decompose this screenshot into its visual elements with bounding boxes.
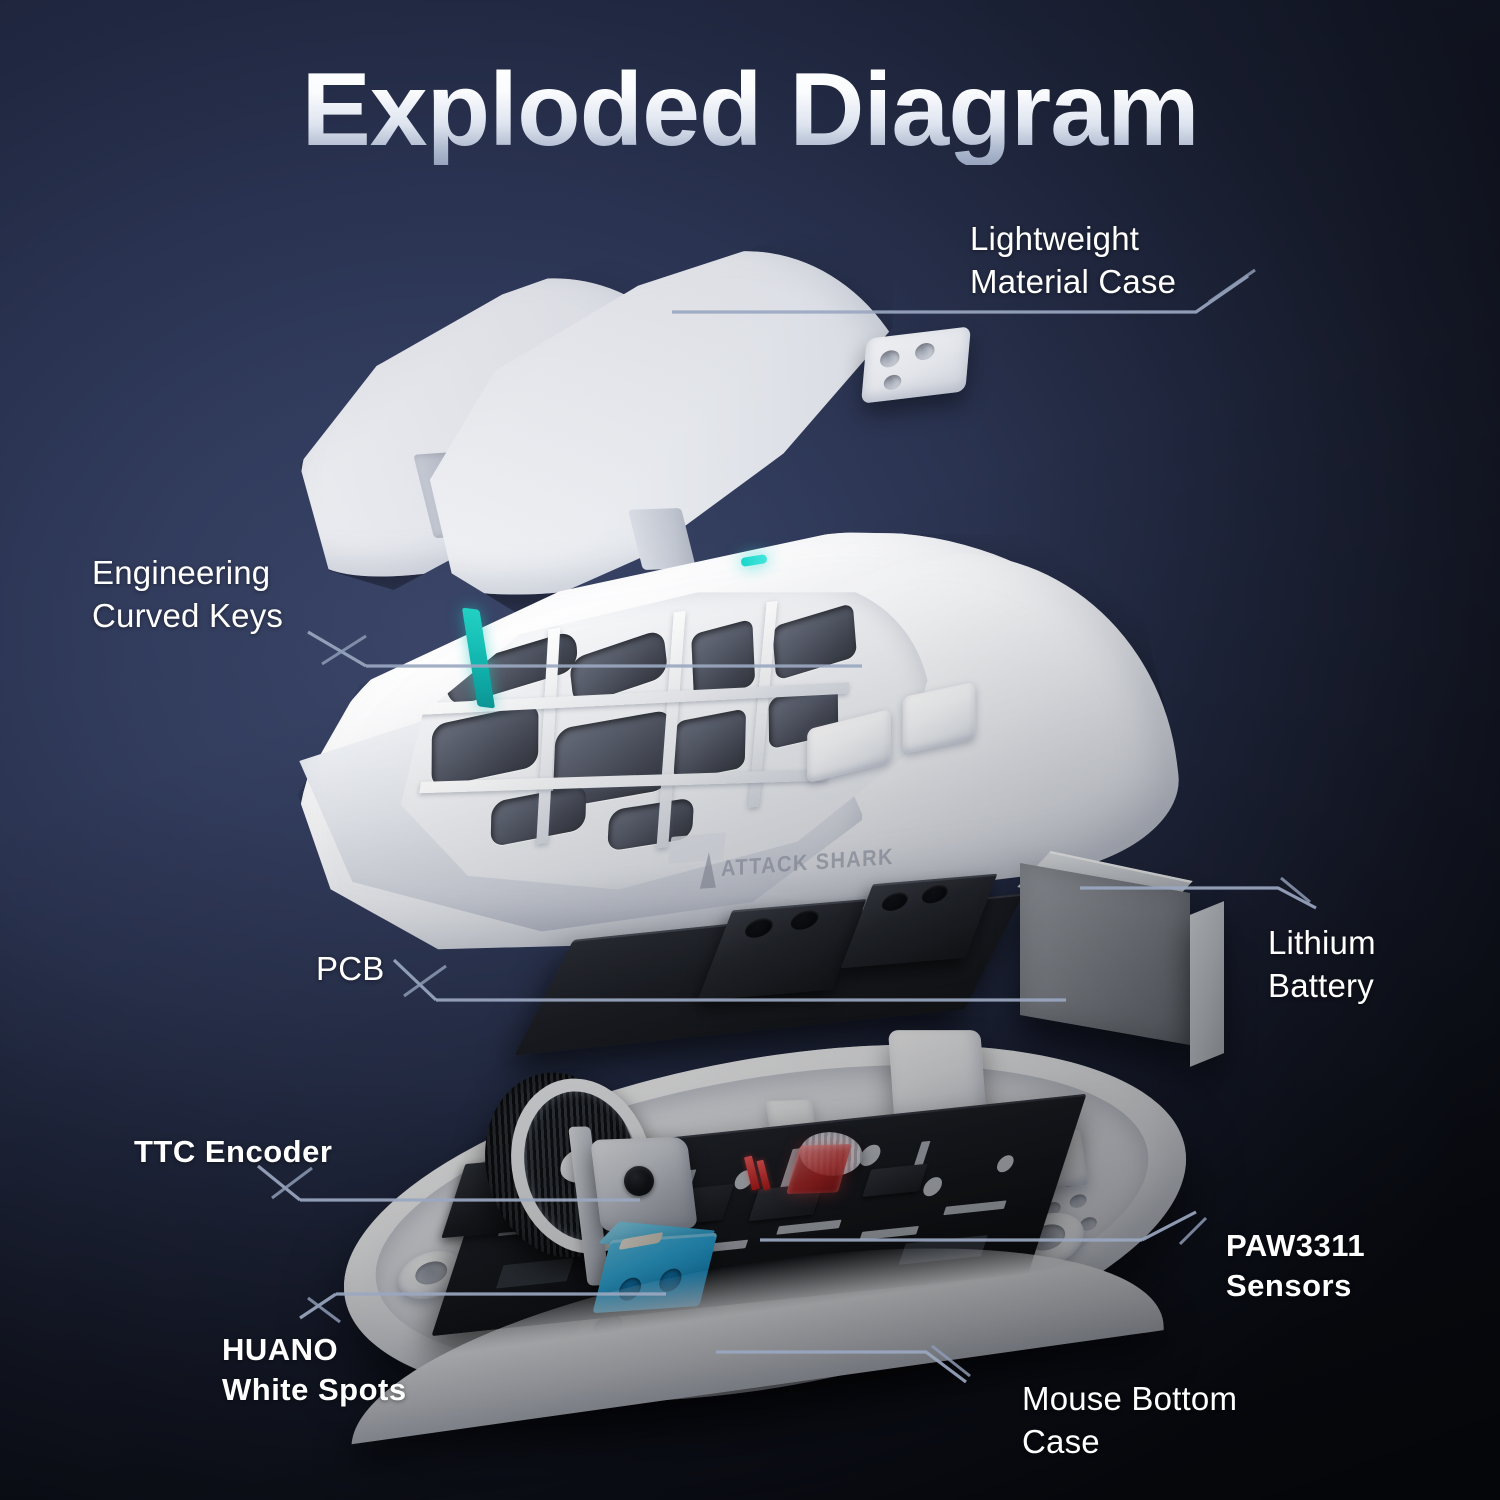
lithium-battery-front-face [1020,863,1190,1045]
screw-hole [883,373,902,391]
label-engineering-curved-keys: Engineering Curved Keys [92,554,284,634]
shark-fin-icon [699,851,716,889]
lattice-hole [772,603,857,681]
switch-hole [878,891,911,912]
lattice-hole [432,703,539,789]
switch-hole [918,883,951,905]
pcb-pad [994,1154,1016,1173]
pcb-pad [920,1176,945,1198]
switch-hole [741,917,777,939]
label-paw3311-sensors: PAW3311 Sensors [1226,1228,1366,1304]
label-lithium-battery: Lithium Battery [1268,924,1376,1004]
label-pcb: PCB [316,950,385,987]
pcb-trace [776,1219,842,1235]
pcb-trace [943,1200,1007,1216]
label-ttc-encoder: TTC Encoder [134,1134,333,1169]
screw-hole [914,341,936,362]
screw-hole [879,349,901,369]
lithium-battery-side-face [1190,901,1224,1067]
pcb-trace [859,1225,919,1241]
pcb-chip [862,1163,928,1198]
lattice-hole [674,708,746,781]
label-mouse-bottom-case: Mouse Bottom Case [1022,1380,1238,1460]
page-title: Exploded Diagram [0,55,1500,165]
brand-name: ATTACK SHARK [720,844,894,882]
pcb-footprint [496,1257,575,1289]
label-lightweight-material-case: Lightweight Material Case [970,220,1177,300]
top-shell-screw-tab [861,326,971,404]
label-huano-white-spots: HUANO White Spots [222,1332,407,1408]
switch-hole [787,909,822,931]
